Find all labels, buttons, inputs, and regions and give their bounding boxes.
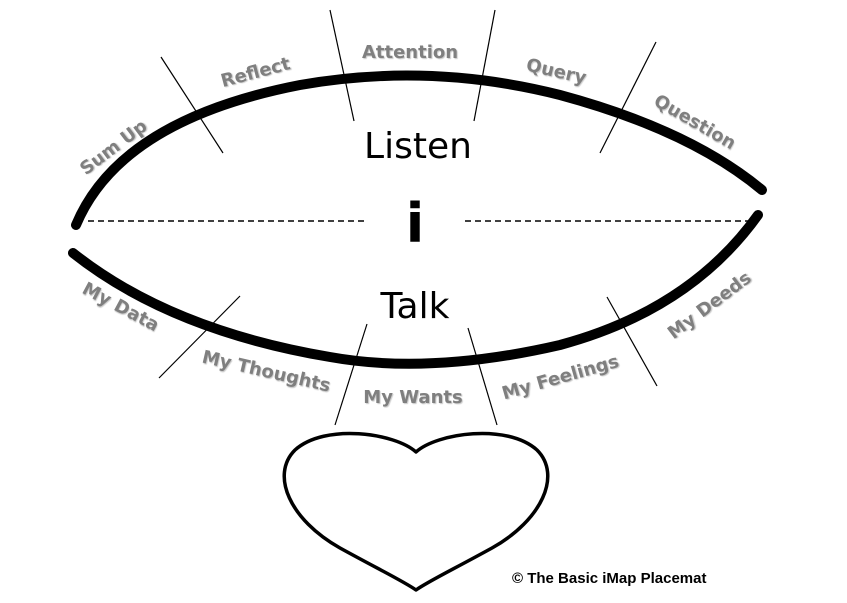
talk-title: Talk (380, 286, 450, 327)
label-my-feelings: My Feelings (500, 351, 622, 404)
label-attention: Attention (362, 42, 458, 63)
lower-divider-1 (158, 295, 241, 379)
upper-divider-2 (329, 9, 355, 122)
label-my-wants: My Wants (363, 387, 462, 408)
upper-divider-4 (599, 41, 657, 154)
label-query: Query (524, 55, 588, 89)
upper-divider-3 (473, 9, 496, 122)
heart-icon (282, 431, 550, 592)
label-my-deeds: My Deeds (664, 267, 756, 343)
listen-title: Listen (364, 126, 472, 167)
talk-arc (68, 210, 763, 369)
center-i-symbol: i (406, 192, 425, 255)
lower-divider-4 (606, 296, 658, 387)
listen-arc (71, 70, 767, 230)
copyright-text: © The Basic iMap Placemat (512, 570, 706, 587)
lower-divider-2 (334, 323, 368, 426)
lower-divider-3 (467, 327, 498, 426)
upper-divider-1 (160, 56, 224, 154)
